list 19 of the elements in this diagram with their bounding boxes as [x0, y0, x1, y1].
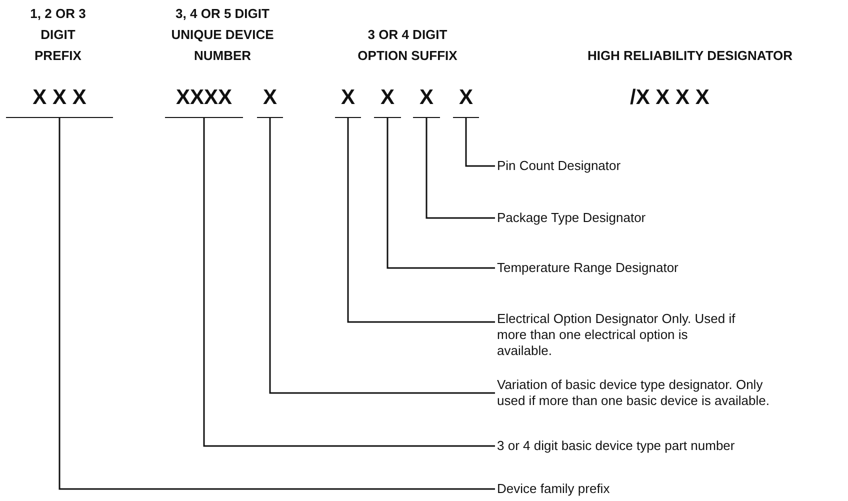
- leader-line: [426, 118, 495, 219]
- part-number-field: XXXX: [165, 86, 243, 118]
- part-number-field: X: [374, 86, 401, 118]
- leader-line: [203, 118, 495, 447]
- column-heading: 3, 4 OR 5 DIGIT UNIQUE DEVICE NUMBER: [170, 5, 275, 65]
- leader-line: [386, 118, 495, 269]
- part-number-field: X: [413, 86, 440, 118]
- designator-code: /X X X X: [630, 86, 710, 110]
- leader-line: [58, 118, 495, 490]
- part-number-field: X: [453, 86, 479, 118]
- part-number-field: X: [335, 86, 361, 118]
- column-heading: HIGH RELIABILITY DESIGNATOR: [586, 47, 794, 65]
- leader-line: [465, 118, 495, 167]
- column-heading: 1, 2 OR 3 DIGIT PREFIX: [29, 5, 87, 65]
- part-number-field: X: [257, 86, 283, 118]
- leader-line: [347, 118, 495, 323]
- leader-line: [269, 118, 495, 394]
- part-number-field: X X X: [6, 86, 113, 118]
- column-heading: 3 OR 4 DIGIT OPTION SUFFIX: [356, 26, 458, 65]
